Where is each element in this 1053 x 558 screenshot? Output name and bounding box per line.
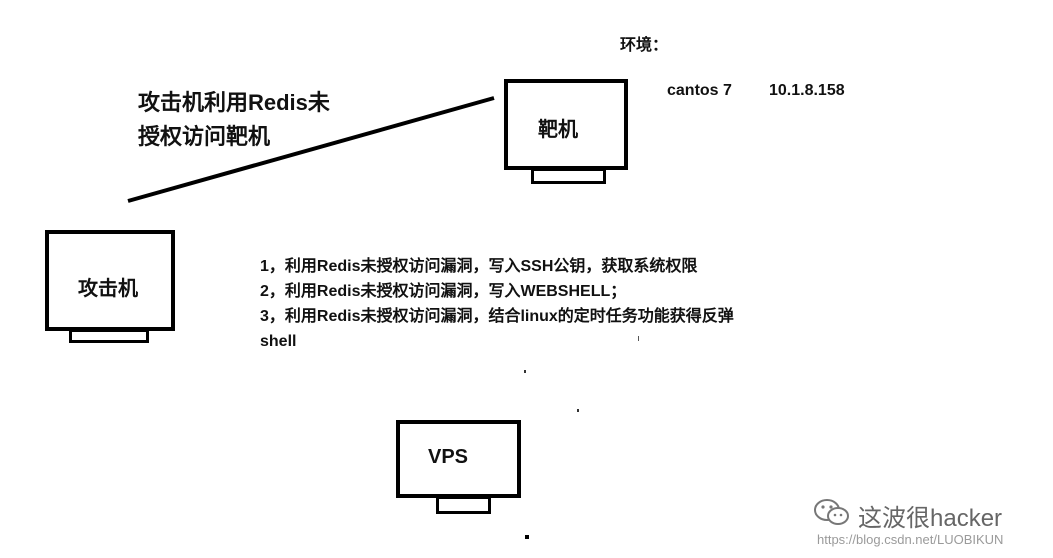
method-item-2: 2，利用Redis未授权访问漏洞，写入WEBSHELL； <box>260 283 627 300</box>
attack-methods: 1，利用Redis未授权访问漏洞，写入SSH公钥，获取系统权限 2，利用Redi… <box>260 254 734 354</box>
environment-title: 环境： <box>620 37 669 54</box>
watermark-url: https://blog.csdn.net/LUOBIKUN <box>817 532 1004 547</box>
target-monitor: 靶机 <box>504 79 628 170</box>
vps-label: VPS <box>428 446 469 468</box>
method-item-4: shell <box>260 333 297 350</box>
environment-ip: 10.1.8.158 <box>769 82 845 99</box>
method-item-3: 3，利用Redis未授权访问漏洞，结合linux的定时任务功能获得反弹 <box>260 308 734 325</box>
watermark-text: 这波很hacker <box>858 505 1003 532</box>
attacker-stand <box>69 329 149 343</box>
target-label: 靶机 <box>538 119 578 141</box>
connection-label-line2: 授权访问靶机 <box>138 124 271 149</box>
method-item-1: 1，利用Redis未授权访问漏洞，写入SSH公钥，获取系统权限 <box>260 258 698 275</box>
target-stand <box>531 168 606 184</box>
attacker-monitor: 攻击机 <box>45 230 175 331</box>
connection-label-line1: 攻击机利用Redis未 <box>138 90 330 115</box>
wechat-icon <box>814 499 849 525</box>
vps-monitor: VPS <box>396 420 521 498</box>
vps-stand <box>436 496 491 514</box>
environment-os: cantos 7 <box>667 82 732 99</box>
connection-label: 攻击机利用Redis未 授权访问靶机 <box>138 86 330 154</box>
attacker-label: 攻击机 <box>78 278 138 300</box>
